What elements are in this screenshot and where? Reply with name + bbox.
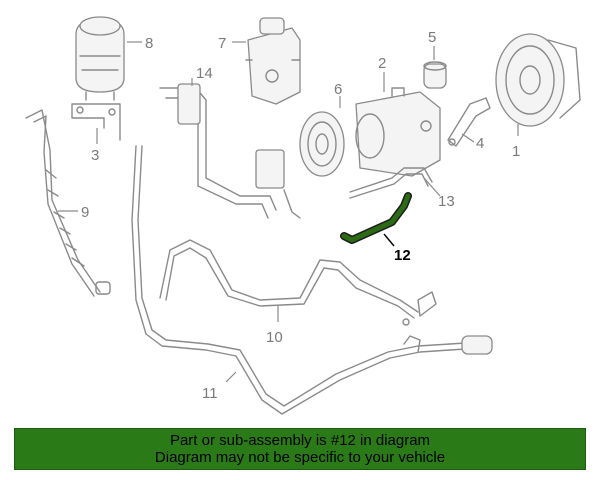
- part-bracket[interactable]: [71, 103, 121, 141]
- info-banner: Part or sub-assembly is #12 in diagram D…: [14, 428, 586, 470]
- part-return-line[interactable]: [159, 239, 437, 326]
- callout-2[interactable]: 2: [378, 55, 386, 72]
- callout-10[interactable]: 10: [266, 329, 283, 346]
- callout-line-12: [383, 233, 395, 247]
- callout-3[interactable]: 3: [91, 147, 99, 164]
- callout-9[interactable]: 9: [81, 204, 89, 221]
- part-pulley-pump[interactable]: [495, 33, 581, 127]
- parts-diagram: 8 3 9 7 14 6: [25, 16, 581, 415]
- callout-4[interactable]: 4: [476, 135, 484, 152]
- part-12-highlighted-hose[interactable]: [340, 192, 412, 244]
- callout-line-13: [423, 177, 441, 197]
- callout-5[interactable]: 5: [428, 29, 436, 46]
- callout-8[interactable]: 8: [145, 35, 153, 52]
- callout-14[interactable]: 14: [196, 65, 213, 82]
- part-cap[interactable]: [423, 61, 447, 89]
- part-reservoir[interactable]: [75, 16, 125, 101]
- callout-12[interactable]: 12: [394, 247, 411, 264]
- part-cooler-line[interactable]: [131, 145, 493, 415]
- callout-13[interactable]: 13: [438, 193, 455, 210]
- banner-line-1: Part or sub-assembly is #12 in diagram: [169, 432, 431, 449]
- part-pump-body[interactable]: [355, 87, 441, 177]
- part-braided-hose[interactable]: [25, 109, 111, 297]
- part-twin-lines[interactable]: [159, 83, 301, 219]
- callout-1[interactable]: 1: [512, 143, 520, 160]
- callout-7[interactable]: 7: [218, 35, 226, 52]
- banner-line-2: Diagram may not be specific to your vehi…: [154, 449, 446, 466]
- callout-line-11: [225, 371, 237, 383]
- callout-6[interactable]: 6: [334, 81, 342, 98]
- part-bracket-arm[interactable]: [447, 97, 491, 147]
- part-pulley[interactable]: [299, 111, 345, 177]
- part-pump-head[interactable]: [245, 17, 301, 105]
- callout-line-4: [461, 133, 475, 143]
- callout-11[interactable]: 11: [202, 385, 218, 402]
